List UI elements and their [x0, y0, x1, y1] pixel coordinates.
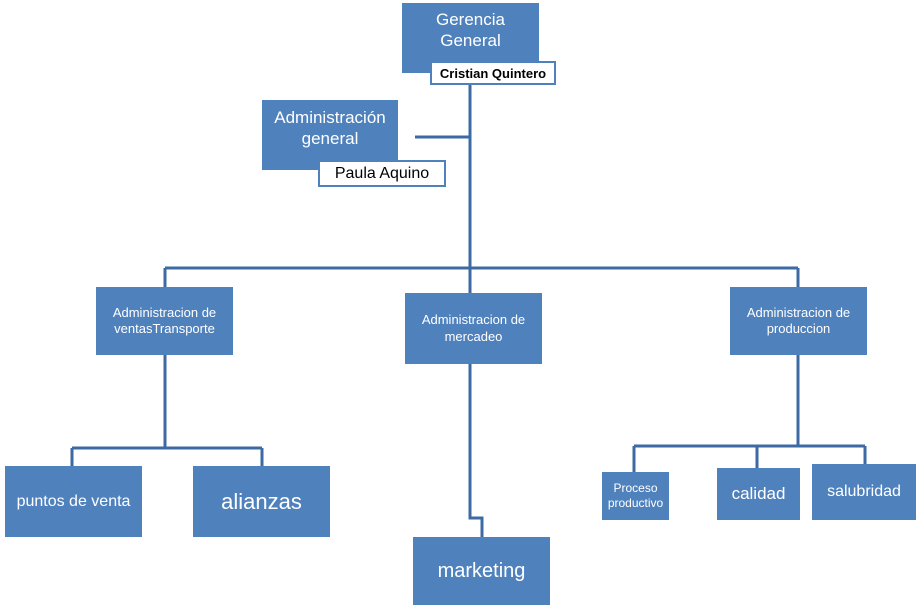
- node-marketing[interactable]: marketing: [413, 537, 550, 605]
- node-proceso-productivo[interactable]: Proceso productivo: [602, 472, 669, 520]
- node-alianzas[interactable]: alianzas: [193, 466, 330, 537]
- node-marketing-title: marketing: [437, 559, 526, 582]
- node-salubridad[interactable]: salubridad: [812, 464, 916, 520]
- person-label-cristian: Cristian Quintero: [430, 61, 556, 85]
- node-administracion-mercadeo[interactable]: Administracion de mercadeo: [405, 293, 542, 364]
- node-ventas-title: Administracion de ventasTransporte: [112, 304, 217, 336]
- node-proceso-title: Proceso productivo: [607, 481, 664, 510]
- person-label-paula: Paula Aquino: [318, 160, 446, 187]
- node-puntos-de-venta[interactable]: puntos de venta: [5, 466, 142, 537]
- connector-to-marketing: [468, 364, 484, 537]
- node-puntos-title: puntos de venta: [16, 492, 131, 510]
- node-mercadeo-title: Administracion de mercadeo: [421, 312, 526, 344]
- node-administracion-produccion[interactable]: Administracion de produccion: [730, 287, 867, 355]
- node-salubridad-title: salubridad: [827, 483, 901, 500]
- node-administracion-ventas[interactable]: Administracion de ventasTransporte: [96, 287, 233, 355]
- node-administracion-general-title: Administración general: [274, 108, 386, 149]
- node-produccion-title: Administracion de produccion: [746, 304, 851, 336]
- node-alianzas-title: alianzas: [221, 488, 302, 514]
- node-gerencia-general-title: Gerencia General: [436, 10, 505, 51]
- person-name: Paula Aquino: [334, 164, 430, 182]
- node-administracion-general[interactable]: Administración general: [262, 100, 398, 170]
- node-calidad-title: calidad: [731, 484, 786, 504]
- person-name: Cristian Quintero: [439, 65, 547, 81]
- node-calidad[interactable]: calidad: [717, 468, 800, 520]
